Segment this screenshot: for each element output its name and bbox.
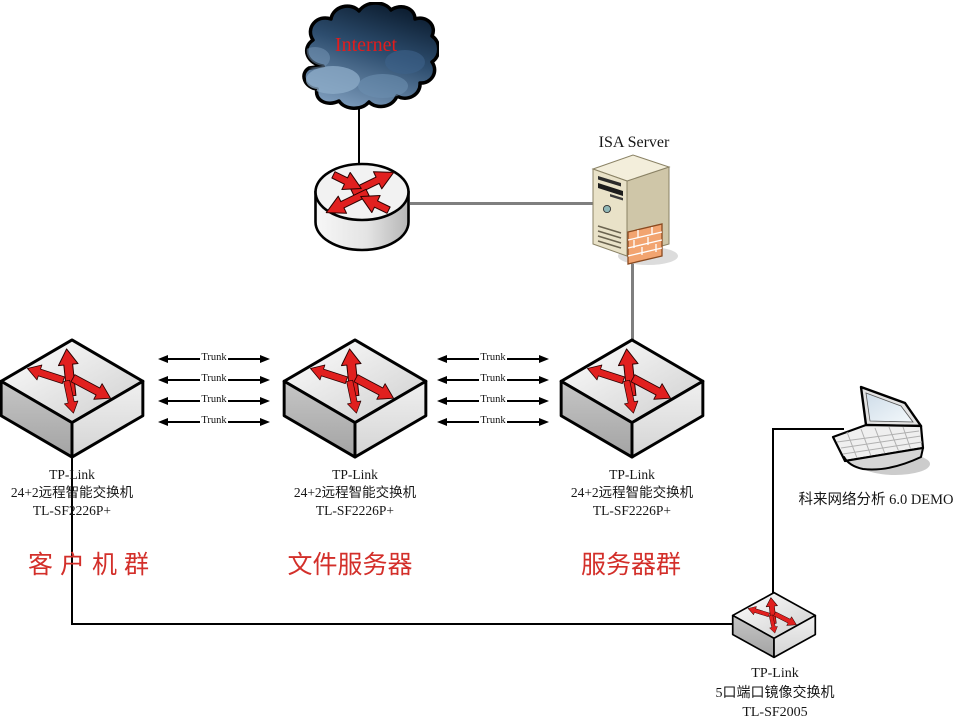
server-tower-icon — [591, 154, 678, 265]
mirror-switch-label: TP-Link 5口端口镜像交换机 TL-SF2005 — [655, 664, 895, 723]
link-switch1-down — [71, 455, 73, 625]
trunk-label: Trunk — [480, 415, 506, 427]
mirror-switch-icon — [731, 591, 817, 659]
router-icon — [314, 162, 410, 252]
trunk-link: Trunk — [158, 352, 271, 365]
link-laptop-horizontal — [772, 428, 844, 430]
trunk-link: Trunk — [437, 394, 550, 407]
trunk-link: Trunk — [158, 394, 271, 407]
workgroup-switch-icon — [0, 338, 145, 459]
trunk-label: Trunk — [201, 373, 227, 385]
arrow-left-icon — [158, 396, 168, 405]
trunk-link: Trunk — [437, 415, 550, 428]
switch-name-line: TP-Link — [609, 467, 655, 482]
switch-name-line: 24+2远程智能交换机 — [10, 485, 134, 500]
switch-name-line: TP-Link — [751, 666, 799, 681]
arrow-right-icon — [260, 417, 271, 426]
arrow-right-icon — [539, 375, 550, 384]
arrow-left-icon — [158, 417, 168, 426]
switch3-label: TP-Link 24+2远程智能交换机 TL-SF2226P+ — [512, 466, 752, 520]
trunk-label: Trunk — [201, 415, 227, 427]
firewall-brick-icon — [627, 223, 663, 265]
arrow-left-icon — [437, 417, 447, 426]
arrow-left-icon — [437, 396, 447, 405]
laptop-icon — [831, 385, 930, 475]
arrow-right-icon — [539, 417, 550, 426]
arrow-left-icon — [437, 375, 447, 384]
switch-name-line: 5口端口镜像交换机 — [715, 685, 835, 701]
internet-label: Internet — [334, 34, 398, 56]
analyzer-label: 科来网络分析 6.0 DEMO — [798, 492, 954, 508]
trunk-link: Trunk — [437, 373, 550, 386]
workgroup-switch-icon — [559, 338, 705, 459]
switch-name-line: TL-SF2226P+ — [592, 503, 672, 518]
switch-name-line: TL-SF2005 — [742, 705, 808, 720]
internet-cloud-icon — [302, 2, 439, 110]
trunk-link: Trunk — [158, 415, 271, 428]
trunk-label: Trunk — [480, 373, 506, 385]
trunk-label: Trunk — [480, 352, 506, 364]
switch-name-line: TL-SF2226P+ — [315, 503, 395, 518]
group-caption-fileserver: 文件服务器 — [287, 552, 413, 579]
arrow-left-icon — [437, 354, 447, 363]
link-laptop-mirror — [772, 428, 774, 600]
switch-name-line: TP-Link — [49, 467, 95, 482]
arrow-right-icon — [260, 396, 271, 405]
isa-server-label: ISA Server — [598, 134, 670, 151]
arrow-right-icon — [539, 396, 550, 405]
arrow-left-icon — [158, 375, 168, 384]
switch-name-line: TP-Link — [332, 467, 378, 482]
switch-name-line: TL-SF2226P+ — [32, 503, 112, 518]
workgroup-switch-icon — [282, 338, 428, 459]
link-internet-router — [358, 98, 360, 168]
link-switch1-mirror — [71, 623, 737, 625]
link-isa-switch3 — [631, 256, 634, 342]
trunk-label: Trunk — [201, 352, 227, 364]
arrow-left-icon — [158, 354, 168, 363]
arrow-right-icon — [260, 354, 271, 363]
switch1-label: TP-Link 24+2远程智能交换机 TL-SF2226P+ — [0, 466, 192, 520]
arrow-right-icon — [539, 354, 550, 363]
link-router-isa — [410, 202, 598, 205]
arrow-right-icon — [260, 375, 271, 384]
trunk-label: Trunk — [201, 394, 227, 406]
switch-name-line: 24+2远程智能交换机 — [570, 485, 694, 500]
switch2-label: TP-Link 24+2远程智能交换机 TL-SF2226P+ — [235, 466, 475, 520]
group-caption-servers: 服务器群 — [580, 552, 681, 579]
switch-name-line: 24+2远程智能交换机 — [293, 485, 417, 500]
trunk-label: Trunk — [480, 394, 506, 406]
trunk-link: Trunk — [158, 373, 271, 386]
trunk-link: Trunk — [437, 352, 550, 365]
group-caption-clients: 客户机群 — [27, 552, 156, 579]
